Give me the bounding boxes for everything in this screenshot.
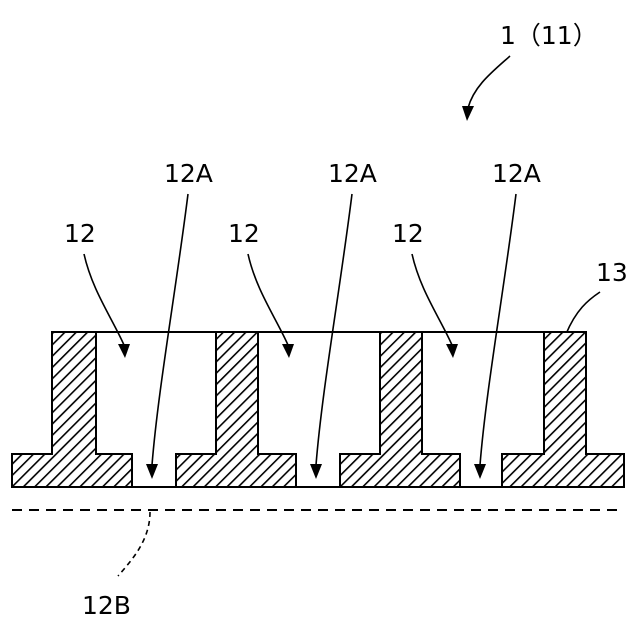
wall-label: 13 — [596, 258, 628, 287]
bottom-opening-arrowhead-2 — [310, 464, 322, 479]
opening-label-2: 12 — [228, 219, 260, 248]
bottom-plane-leader — [118, 512, 150, 576]
opening-label-1: 12 — [64, 219, 96, 248]
opening-label-3: 12 — [392, 219, 424, 248]
bottom-opening-arrowhead-1 — [146, 464, 158, 479]
bottom-opening-label-3: 12A — [492, 159, 541, 188]
wall-leader-line — [566, 292, 600, 334]
device-leader-arrowhead — [462, 106, 474, 121]
bottom-opening-leader-2 — [316, 194, 352, 465]
wall-section-3 — [340, 332, 460, 487]
bottom-opening-arrowhead-3 — [474, 464, 486, 479]
bottom-opening-leader-1 — [152, 194, 188, 465]
wall-section-4 — [502, 332, 624, 487]
opening-arrowhead-2 — [282, 344, 294, 358]
bottom-opening-label-2: 12A — [328, 159, 377, 188]
wall-section-1 — [12, 332, 132, 487]
opening-arrowhead-3 — [446, 344, 458, 358]
bottom-opening-label-1: 12A — [164, 159, 213, 188]
bottom-opening-leader-3 — [480, 194, 516, 465]
opening-arrowhead-1 — [118, 344, 130, 358]
wall-section-2 — [176, 332, 296, 487]
bottom-plane-label: 12B — [82, 591, 131, 620]
device-leader-line — [468, 56, 510, 108]
device-label: 1（11） — [500, 21, 598, 50]
